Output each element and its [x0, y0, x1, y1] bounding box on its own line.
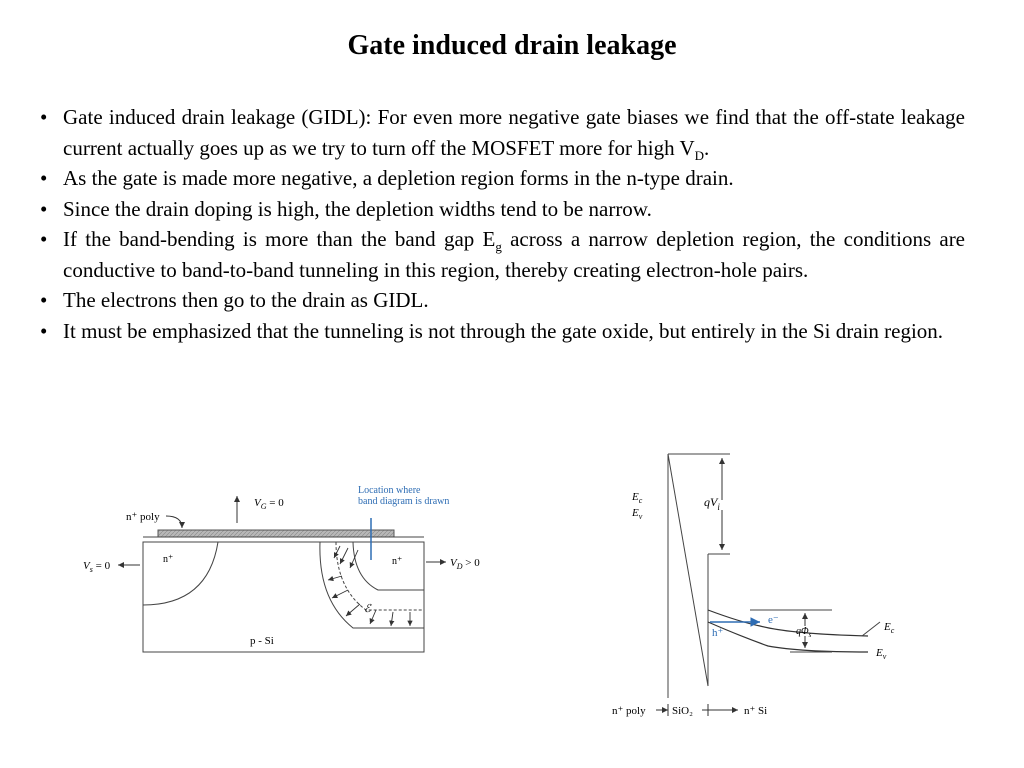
drain-depletion-outer: [319, 541, 424, 629]
bullet-subscript: D: [694, 147, 705, 163]
bullet-item: • The electrons then go to the drain as G…: [40, 285, 965, 316]
valence-band: [707, 621, 869, 653]
bullet-dot: •: [40, 288, 48, 312]
bullet-item: • If the band-bending is more than the ba…: [40, 224, 965, 285]
qphi-label: qΦs: [796, 626, 812, 639]
bullet-dot: •: [40, 318, 48, 343]
bullet-item: • As the gate is made more negative, a de…: [40, 163, 965, 194]
bullet-text: The electrons then go to the drain as GI…: [63, 288, 429, 312]
bullet-dot: •: [40, 227, 48, 251]
bullet-item: • Gate induced drain leakage (GIDL): For …: [40, 102, 965, 163]
drain-depletion-inner: [335, 541, 424, 611]
field-arrows: [327, 545, 413, 627]
npoly-pointer: [165, 515, 185, 529]
bullet-subscript: g: [495, 239, 502, 255]
bullet-text: Gate induced drain leakage (GIDL): For e…: [63, 105, 965, 160]
bullet-text-tail: across a narrow depletion region, the co…: [63, 227, 966, 282]
bottom-npoly-label: n⁺ poly: [612, 705, 646, 717]
ec-right-label: Ec: [883, 621, 895, 635]
bullet-dot: •: [40, 166, 48, 190]
ev-right-label: Ev: [875, 647, 887, 661]
bullet-item: • Since the drain doping is high, the dep…: [40, 194, 965, 225]
bullet-text: If the band-bending is more than the ban…: [63, 227, 496, 251]
drain-label: n⁺: [392, 556, 402, 567]
vs-label: Vs = 0: [83, 560, 111, 574]
bullet-item: • It must be emphasized that the tunnelin…: [40, 316, 965, 347]
bullet-text: It must be emphasized that the tunneling…: [63, 318, 944, 343]
ec-left-label: Ec: [631, 491, 643, 505]
source-label: n⁺: [163, 554, 173, 565]
bullet-list: • Gate induced drain leakage (GIDL): For …: [40, 102, 965, 346]
drain-junction: [352, 541, 424, 591]
bullet-text: As the gate is made more negative, a dep…: [63, 166, 734, 190]
conduction-band: [707, 609, 869, 637]
qvi-label: qVi: [704, 495, 720, 512]
bullet-text-tail: .: [704, 135, 710, 160]
gate-poly: [157, 529, 395, 538]
bottom-sio2-label: SiO₂: [672, 705, 693, 717]
vg-label: VG = 0: [254, 497, 284, 511]
bullet-dot: •: [40, 196, 48, 221]
field-label: ℰ: [364, 603, 372, 615]
ev-left-label: Ev: [631, 507, 643, 521]
substrate: [142, 541, 425, 653]
substrate-label: p - Si: [250, 635, 274, 647]
band-diagram-figure: qVi Ec Ev qΦs e⁻ h⁺ Ec Ev n⁺ poly SiO₂ n…: [612, 453, 895, 717]
source-junction: [142, 541, 219, 606]
oxide-slope: [667, 453, 709, 687]
bullet-dot: •: [40, 105, 48, 129]
location-label-line1: Location where: [358, 485, 421, 496]
electron-label: e⁻: [768, 614, 779, 626]
hole-label: h⁺: [712, 627, 724, 639]
mosfet-cross-section-figure: Location where band diagram is drawn VG …: [83, 485, 480, 653]
location-label-line2: band diagram is drawn: [358, 496, 449, 507]
page-title: Gate induced drain leakage: [347, 30, 677, 61]
vd-label: VD > 0: [450, 557, 480, 571]
bullet-text: Since the drain doping is high, the depl…: [63, 196, 652, 221]
bottom-nsi-label: n⁺ Si: [744, 705, 767, 717]
npoly-label: n⁺ poly: [126, 511, 160, 523]
